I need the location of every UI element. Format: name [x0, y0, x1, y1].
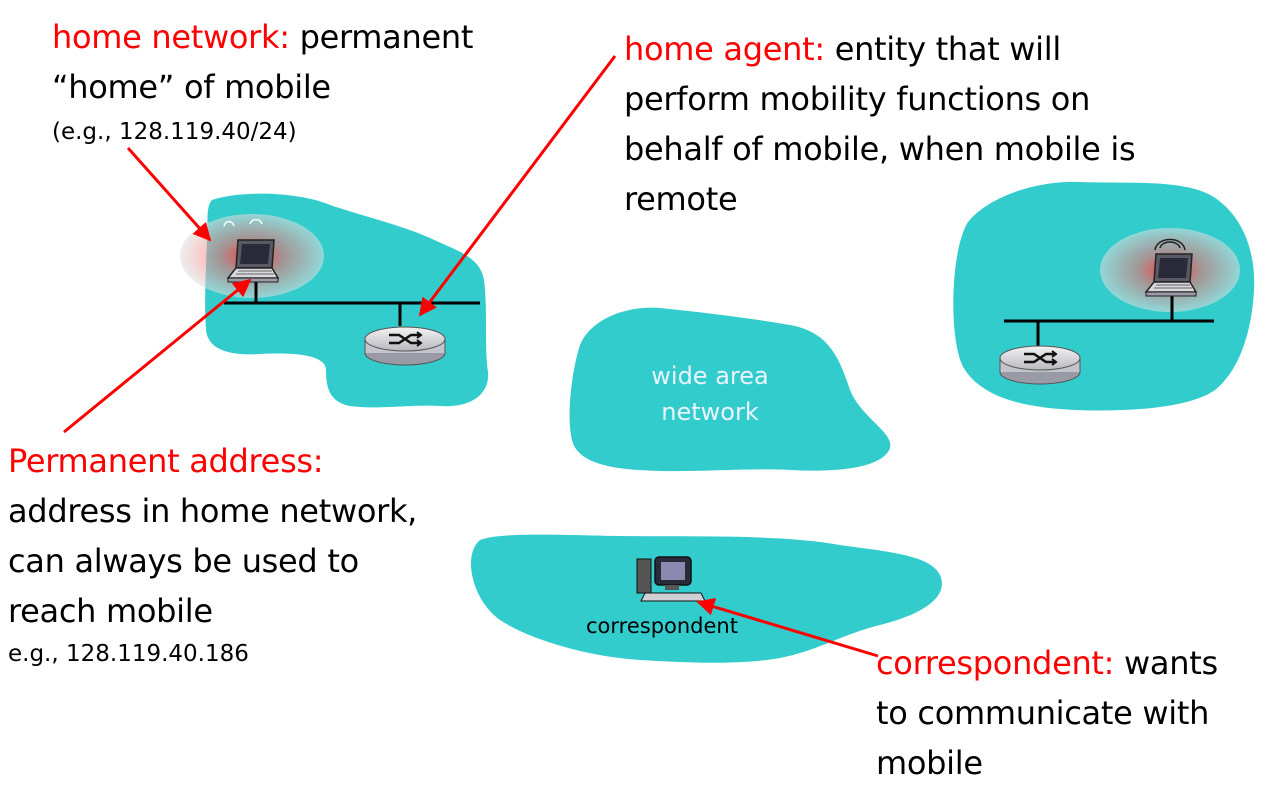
permanent-address-arrow [63, 278, 252, 434]
router-icon [998, 344, 1082, 386]
wan-label-line-1: wide area [651, 362, 769, 390]
correspondent-desc-1: wants [1124, 644, 1218, 682]
wan-label: wide area network [620, 358, 800, 430]
home-agent-callout: home agent: entity that will [624, 24, 1061, 74]
permanent-address-desc-2: can always be used to [8, 542, 359, 580]
home-network-desc-2: “home” of mobile [52, 68, 331, 106]
home-agent-desc-3: behalf of mobile, when mobile is [624, 130, 1136, 168]
home-network-arrow [126, 147, 212, 242]
desktop-computer-icon [636, 556, 706, 602]
router-icon [363, 325, 447, 367]
permanent-address-term: Permanent address: [8, 442, 324, 480]
home-network-callout: home network: permanent [52, 12, 473, 62]
wireless-signal-icon [1154, 238, 1186, 251]
correspondent-desc-3: mobile [876, 744, 983, 782]
correspondent-desc-2: to communicate with [876, 694, 1210, 732]
wide-area-network-cloud [569, 307, 891, 472]
wan-label-line-2: network [661, 398, 759, 426]
home-agent-arrow [418, 55, 617, 317]
correspondent-callout: correspondent: wants [876, 638, 1218, 688]
home-network-desc-1: permanent [299, 18, 474, 56]
permanent-address-desc-1: address in home network, [8, 492, 418, 530]
correspondent-network-cloud [470, 534, 942, 663]
correspondent-term: correspondent: [876, 644, 1115, 682]
wireless-signal-icon [223, 218, 263, 227]
correspondent-arrow [696, 598, 879, 658]
home-agent-desc-1: entity that will [834, 30, 1062, 68]
correspondent-host-label: correspondent [586, 614, 738, 638]
home-agent-desc-4: remote [624, 180, 738, 218]
home-agent-term: home agent: [624, 30, 825, 68]
home-network-term: home network: [52, 18, 290, 56]
permanent-address-desc-3: reach mobile [8, 592, 213, 630]
home-network-example: (e.g., 128.119.40/24) [52, 119, 297, 145]
permanent-address-example: e.g., 128.119.40.186 [8, 641, 249, 667]
home-agent-desc-2: perform mobility functions on [624, 80, 1091, 118]
